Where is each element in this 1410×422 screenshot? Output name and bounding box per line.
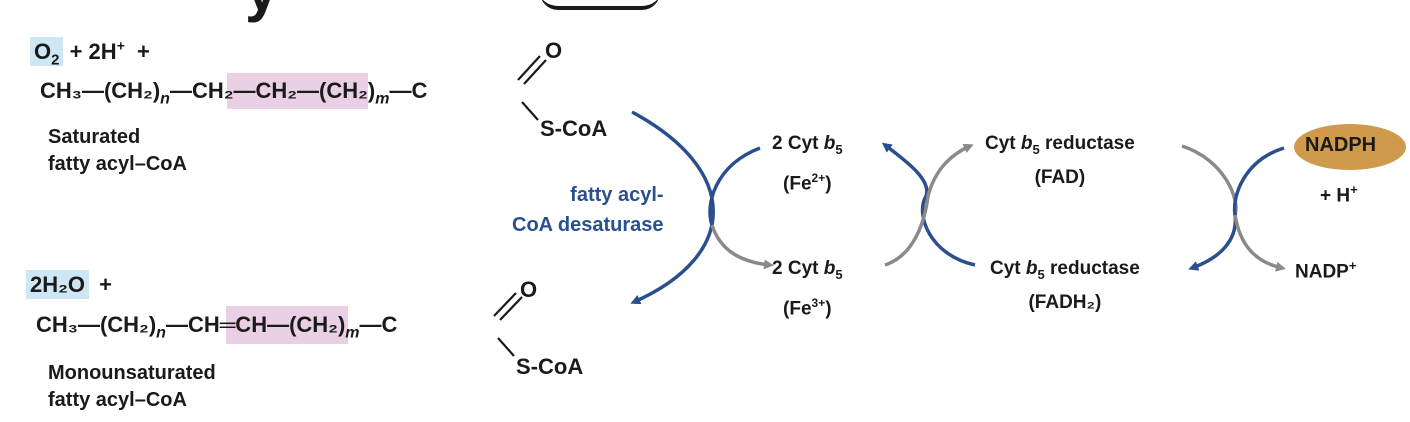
saturated-caption-line1: Saturated <box>48 126 141 148</box>
mono-middle-segment: —CH═CH— <box>165 312 290 337</box>
oxygen-reactant: O2 <box>30 37 64 69</box>
cut-off-title-text: y <box>245 0 278 23</box>
mono-m-subscript: m <box>345 324 360 342</box>
saturated-carbonyl-c: —C <box>389 78 428 103</box>
monounsaturated-formula: CH₃—(CH₂)n—CH═CH—(CH₂)m—C <box>36 312 397 342</box>
mono-carbonyl-c: —C <box>359 312 398 337</box>
product-plus: + <box>99 272 112 297</box>
reductase-fad-to-fadh2-arrow <box>1181 144 1238 216</box>
cyt-b5-fe2: 2 Cyt b5 (Fe2+) <box>772 133 843 195</box>
saturated-m-subscript: m <box>375 90 390 108</box>
saturated-scoa: S-CoA <box>540 116 608 141</box>
nadp-plus: NADP+ <box>1295 258 1357 283</box>
saturated-caption-line2: fatty acyl–CoA <box>48 153 187 175</box>
mono-ch3-chain: CH₃—(CH₂) <box>36 312 157 337</box>
saturated-formula: CH₃—(CH₂)n—CH₂—CH₂—(CH₂)m—C <box>40 78 427 108</box>
nadph-to-reductase-arrow <box>1188 146 1285 271</box>
cut-off-title: y <box>245 0 278 20</box>
reductase-fadh2: Cyt b5 reductase (FADH₂) <box>990 258 1140 313</box>
mono-oxygen: O <box>520 277 538 302</box>
saturated-oxygen: O <box>545 38 563 63</box>
mono-n-subscript: n <box>156 324 166 342</box>
to-nadp-arrow <box>1233 214 1286 272</box>
mono-carbonyl-bonds <box>493 292 523 357</box>
desaturase-label: fatty acyl- CoA desaturase <box>512 180 664 240</box>
mono-scoa: S-CoA <box>516 354 584 379</box>
nadph-oval <box>1294 124 1406 170</box>
saturated-n-subscript: n <box>160 90 170 108</box>
saturated-caption: Saturated fatty acyl–CoA <box>48 124 187 178</box>
reductase-to-cyt-fe2-arrow <box>881 142 976 267</box>
desaturase-main-arrow <box>630 110 715 305</box>
double-bond-site-highlight-bottom <box>226 306 348 344</box>
reactant-plus: + <box>137 39 150 65</box>
mono-caption: Monounsaturated fatty acyl–CoA <box>48 360 216 414</box>
mono-caption-line1: Monounsaturated <box>48 362 216 384</box>
reactants-line: O2 + 2H+ + <box>30 37 150 69</box>
mono-ch2m-chain: (CH₂) <box>289 312 346 337</box>
products-line: 2H₂O + <box>26 270 112 299</box>
proton-reactant: + 2H+ <box>69 38 125 65</box>
mono-caption-line2: fatty acyl–CoA <box>48 389 187 411</box>
desaturase-label-line1: fatty acyl- <box>570 184 664 206</box>
nadph-proton: + H+ <box>1320 182 1358 207</box>
to-cyt-b5-fe3-arrow <box>710 224 774 270</box>
cyt-b5-fe2-arrow <box>708 146 761 226</box>
saturated-ch3-chain: CH₃—(CH₂) <box>40 78 161 103</box>
desaturase-label-line2: CoA desaturase <box>512 214 664 236</box>
cyt-fe3-to-reductase-arrow <box>884 143 974 267</box>
nadph-label: NADPH <box>1305 134 1377 156</box>
saturated-middle-segment: —CH₂—CH₂— <box>169 78 320 103</box>
water-product: 2H₂O <box>26 270 90 299</box>
double-bond-site-highlight-top <box>227 73 368 109</box>
reductase-fad: Cyt b5 reductase (FAD) <box>985 133 1135 188</box>
saturated-carbonyl-bonds <box>517 55 547 121</box>
saturated-ch2m-chain: (CH₂) <box>319 78 376 103</box>
cut-off-title-fragment <box>540 0 660 10</box>
cyt-b5-fe3: 2 Cyt b5 (Fe3+) <box>772 258 843 320</box>
